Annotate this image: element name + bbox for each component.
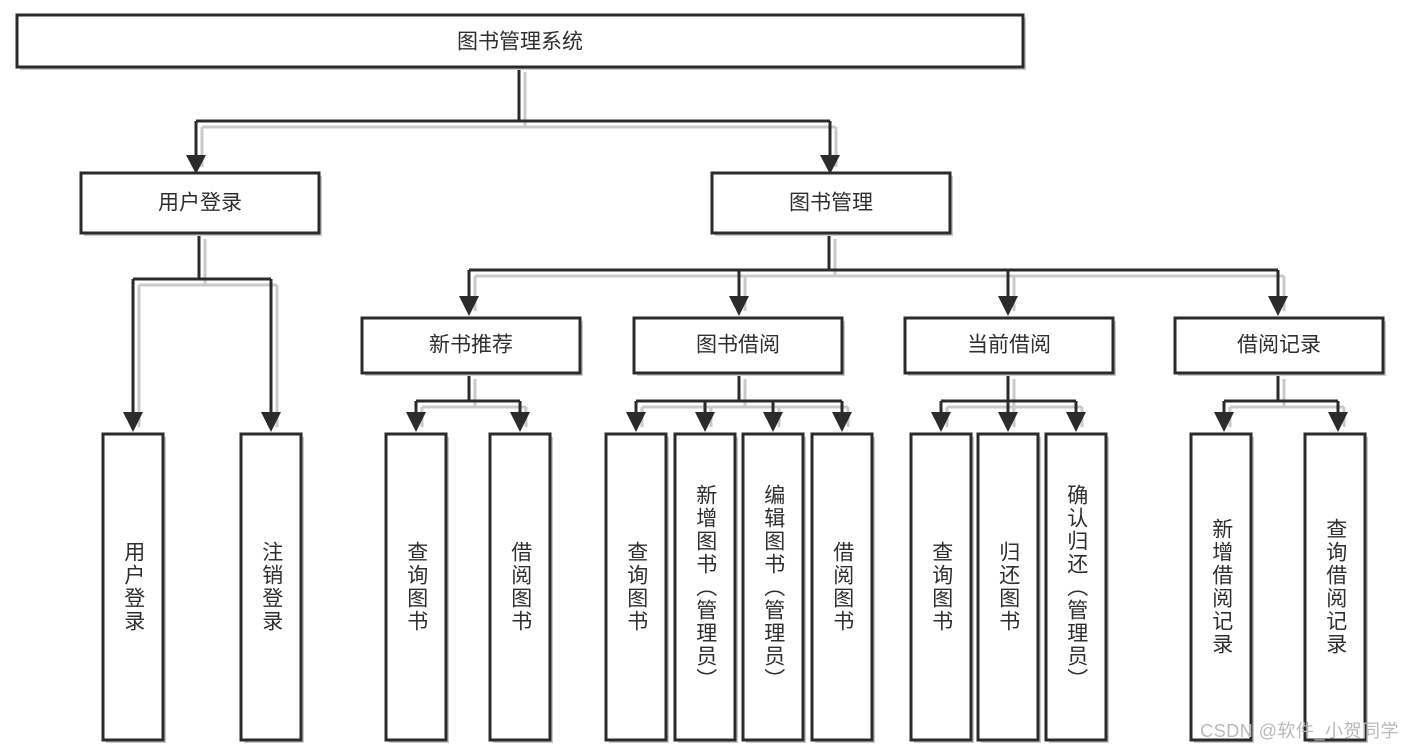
arrow-to-current-borrow [998,296,1018,316]
leafbox-leaf-add-book-admin[interactable] [673,432,737,742]
leaf-label-leaf-add-book-admin: 新增图书（管理员） [693,483,717,691]
leafbox-leaf-return-book[interactable] [976,432,1040,742]
connector-layer [123,66,1348,432]
leaf-label-leaf-borrow-book-2: 借阅图书 [830,541,854,633]
connector-user-login-to-leaves [131,233,273,421]
arrow-to-leaf-logout-login [261,412,281,432]
leafbox-leaf-confirm-return-admin[interactable] [1044,432,1108,742]
arrow-to-leaf-add-book-admin [695,412,715,432]
node-new-book-recommend-label: 新书推荐 [429,334,513,357]
node-book-borrow-label: 图书借阅 [696,334,780,357]
leaf-label-leaf-edit-book-admin: 编辑图书（管理员） [761,483,785,691]
arrow-to-leaf-borrow-book-1 [510,412,530,432]
leaf-label-leaf-query-book-2: 查询图书 [624,541,648,633]
leafbox-leaf-edit-book-admin[interactable] [741,432,805,742]
node-borrow-record[interactable]: 借阅记录 [1173,316,1386,376]
arrow-to-book-manage [820,155,840,174]
leafbox-leaf-query-book-3[interactable] [909,432,973,742]
leaf-label-leaf-logout-login: 注销登录 [259,541,283,633]
leaf-label-leaf-query-book-1: 查询图书 [404,541,428,633]
leafbox-leaf-query-borrow-record[interactable] [1303,432,1367,742]
leafbox-leaf-logout-login[interactable] [239,432,303,742]
arrow-to-leaf-borrow-book-2 [832,412,852,432]
arrow-to-leaf-add-borrow-record [1214,412,1234,432]
leaf-label-leaf-borrow-book-1: 借阅图书 [508,541,532,633]
leafbox-leaf-add-borrow-record[interactable] [1189,432,1253,742]
node-current-borrow-label: 当前借阅 [967,334,1051,357]
arrow-to-borrow-record [1268,296,1288,316]
connector-root-to-level1 [194,66,832,161]
arrow-to-book-borrow [729,296,749,316]
leaf-box-layer [101,432,1368,743]
connector-new-book-recommend-to-leaves [414,373,522,421]
leafbox-leaf-query-book-2[interactable] [604,432,668,742]
leafbox-leaf-user-login[interactable] [101,432,165,742]
leafbox-leaf-query-book-1[interactable] [384,432,448,742]
leaf-label-leaf-confirm-return-admin: 确认归还（管理员） [1064,483,1088,691]
node-book-manage[interactable]: 图书管理 [710,171,953,236]
node-current-borrow[interactable]: 当前借阅 [903,316,1116,376]
arrow-to-leaf-edit-book-admin [763,412,783,432]
leafbox-leaf-borrow-book-1[interactable] [488,432,552,742]
connector-current-borrow-to-leaves [939,373,1078,421]
node-root-label: 图书管理系统 [457,31,583,54]
node-user-login-label: 用户登录 [158,192,242,215]
arrow-to-leaf-query-borrow-record [1328,412,1348,432]
connector-book-borrow-to-leaves [634,373,844,421]
leaf-label-leaf-user-login: 用户登录 [121,541,145,633]
node-new-book-recommend[interactable]: 新书推荐 [360,316,583,376]
arrow-to-leaf-query-book-2 [626,412,646,432]
node-book-borrow[interactable]: 图书借阅 [632,316,845,376]
arrow-to-leaf-return-book [998,412,1018,432]
node-book-manage-label: 图书管理 [789,192,873,215]
arrow-to-leaf-confirm-return-admin [1066,412,1086,432]
arrow-to-leaf-query-book-3 [931,412,951,432]
leaf-label-leaf-query-book-3: 查询图书 [929,541,953,633]
csdn-watermark: CSDN @软件_小贺同学 [1200,721,1399,741]
leaf-label-leaf-return-book: 归还图书 [996,541,1020,633]
arrow-to-new-book-recommend [459,296,479,316]
leafbox-leaf-borrow-book-2[interactable] [810,432,874,742]
leaf-label-leaf-query-borrow-record: 查询借阅记录 [1323,518,1347,656]
arrow-to-user-login [186,155,206,174]
node-root[interactable]: 图书管理系统 [15,13,1026,70]
leaf-label-leaf-add-borrow-record: 新增借阅记录 [1209,518,1233,656]
connector-book-manage-to-level2 [467,233,1280,305]
connector-borrow-record-to-leaves [1222,373,1340,421]
node-user-login[interactable]: 用户登录 [79,171,322,236]
arrow-to-leaf-query-book-1 [406,412,426,432]
arrow-to-leaf-user-login [123,412,143,432]
node-borrow-record-label: 借阅记录 [1237,334,1321,357]
